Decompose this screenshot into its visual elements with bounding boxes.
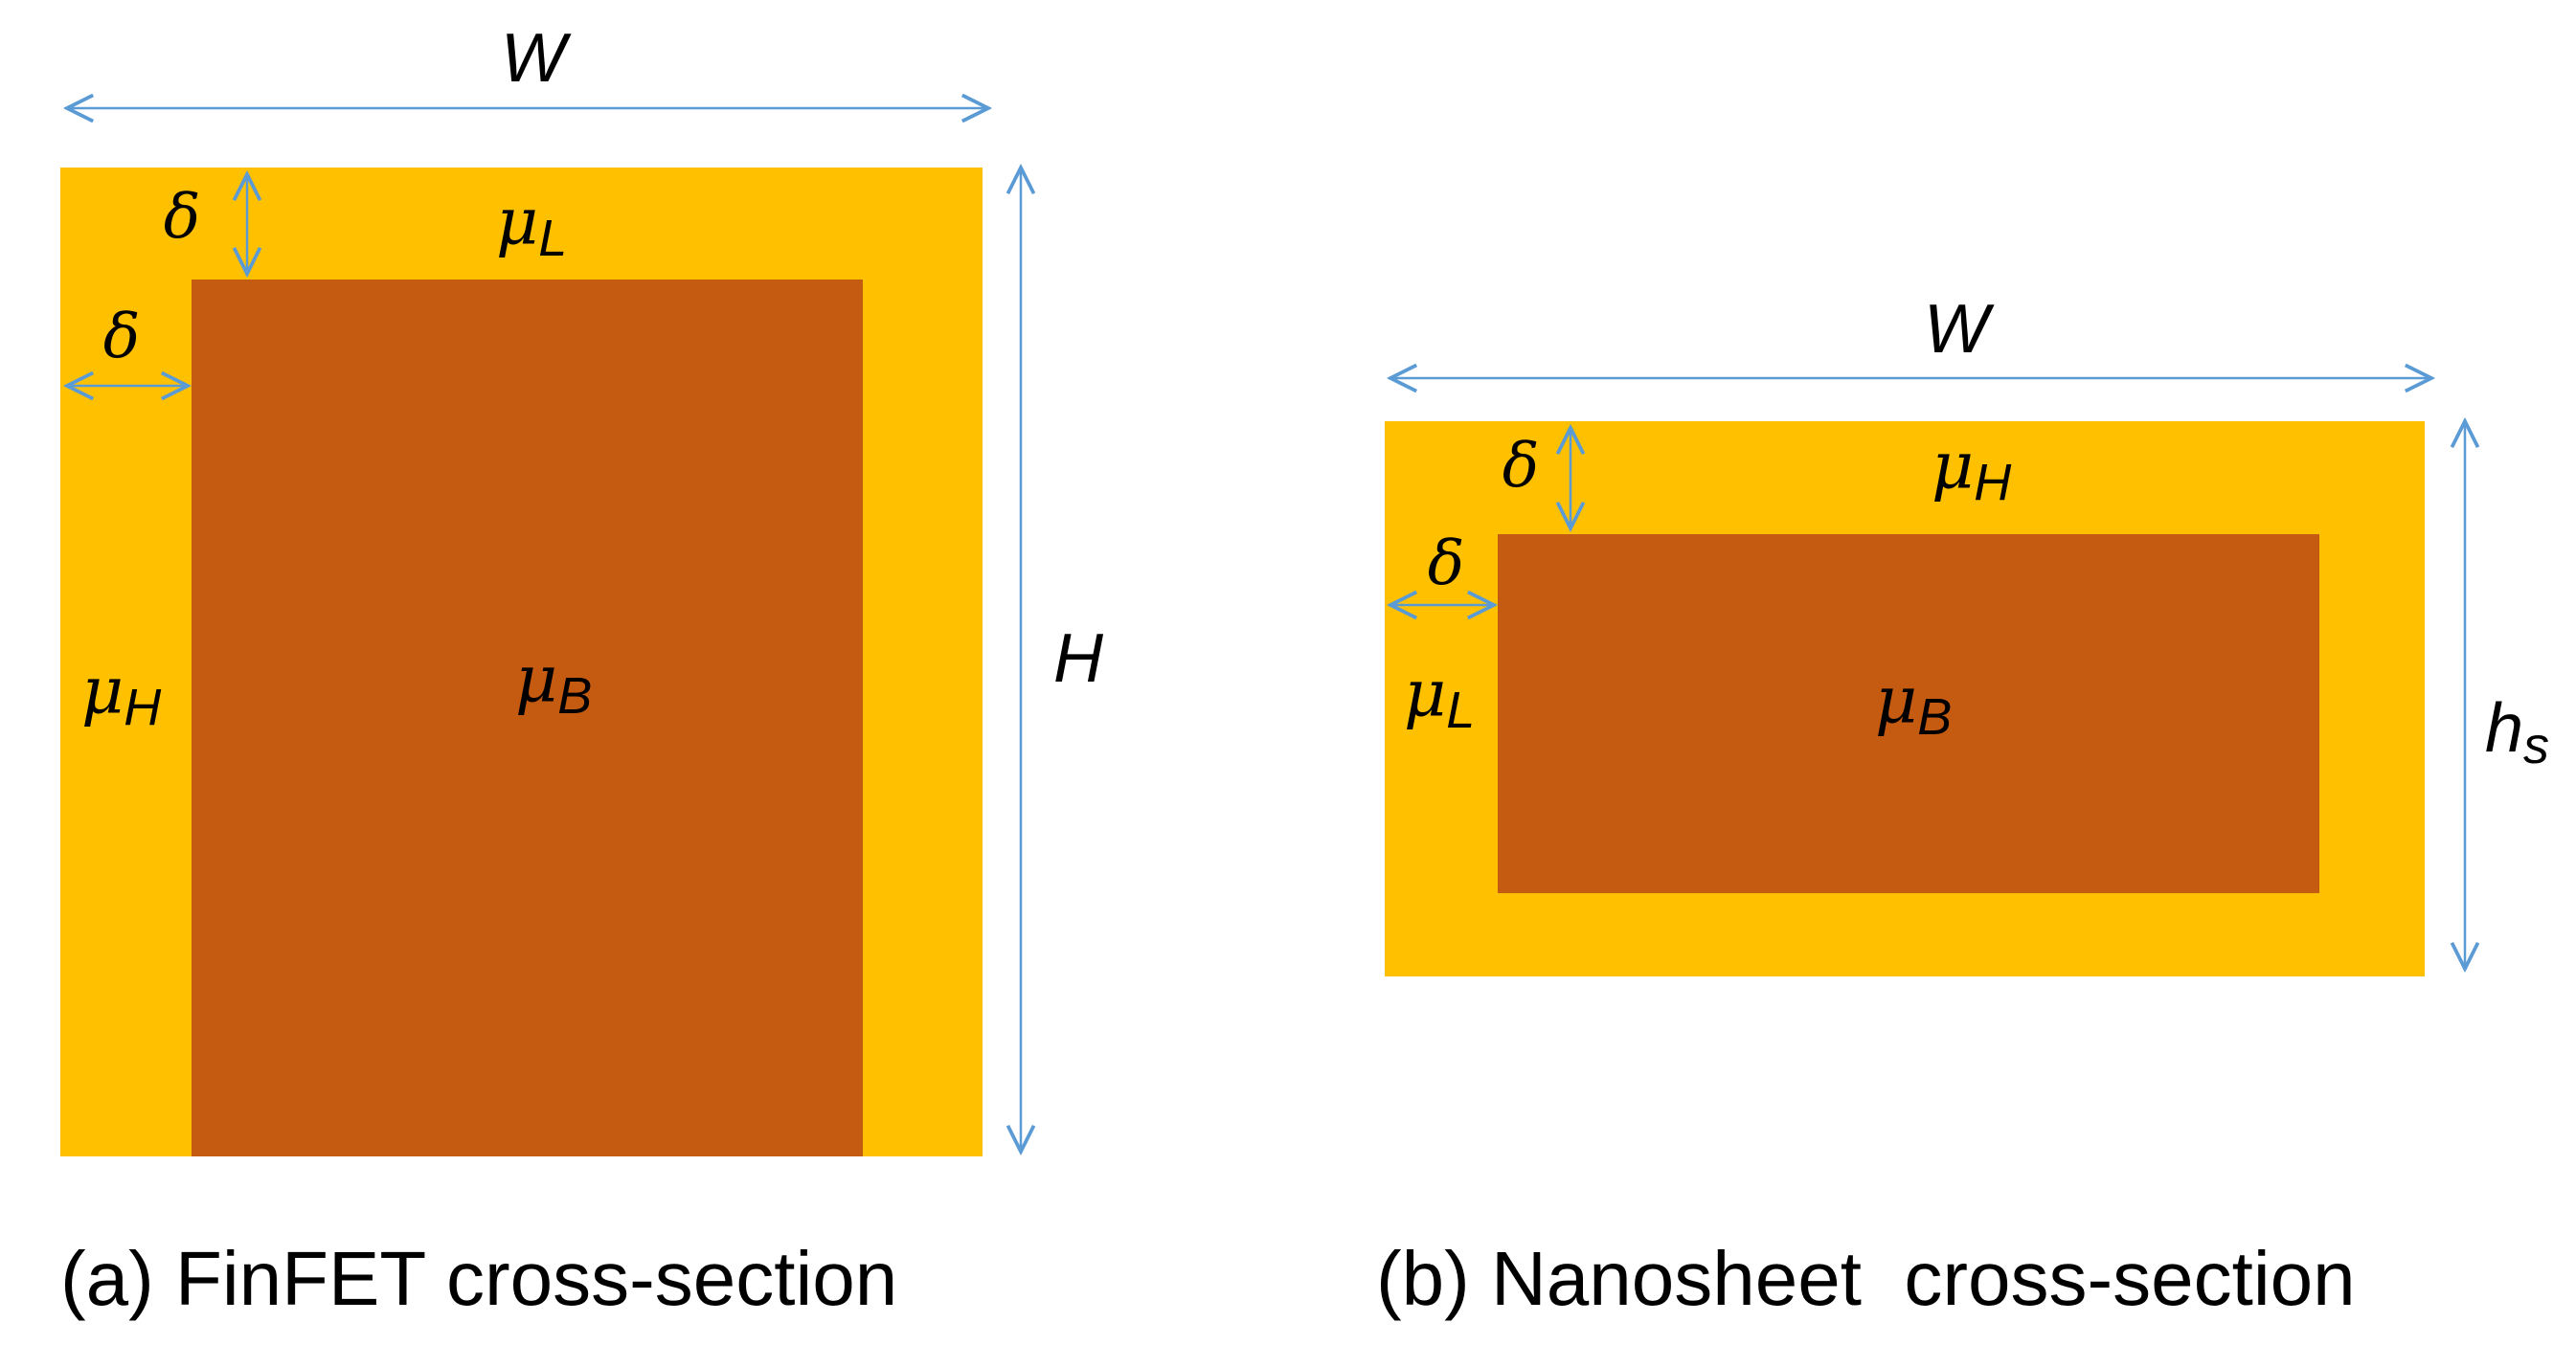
finfet-delta-side-label: δ xyxy=(103,302,141,372)
finfet-delta-top-label: δ xyxy=(164,182,201,253)
nanosheet-mu-side-subscript: L xyxy=(1446,682,1475,739)
nanosheet-height-label: hs xyxy=(2485,690,2549,774)
nanosheet-mu-side-symbol: μ xyxy=(1404,657,1446,732)
nanosheet-height-symbol: h xyxy=(2485,690,2523,767)
nanosheet-core xyxy=(1498,534,2319,893)
finfet-mu-core-subscript: B xyxy=(557,667,592,725)
nanosheet-panel: W hs δ δ μH μL μB (b) Nanosheet cross-se… xyxy=(1376,291,2549,1321)
finfet-mu-top-subscript: L xyxy=(538,210,567,267)
finfet-core xyxy=(192,280,863,1156)
nanosheet-height-subscript: s xyxy=(2523,717,2549,774)
finfet-mu-side-subscript: H xyxy=(124,679,162,736)
nanosheet-mu-core-label: μB xyxy=(1875,663,1952,746)
finfet-panel: W H δ δ μL μH μB (a) FinFET cross-sectio… xyxy=(60,20,1104,1321)
finfet-mu-side-symbol: μ xyxy=(81,654,124,729)
nanosheet-mu-core-subscript: B xyxy=(1917,688,1952,746)
nanosheet-mu-top-label: μH xyxy=(1932,429,2012,511)
finfet-mu-top-symbol: μ xyxy=(496,185,538,260)
finfet-mu-core-label: μB xyxy=(515,642,592,725)
finfet-mu-top-label: μL xyxy=(496,185,567,267)
finfet-caption: (a) FinFET cross-section xyxy=(60,1236,897,1321)
finfet-mu-core-symbol: μ xyxy=(515,642,557,718)
nanosheet-mu-top-subscript: H xyxy=(1974,454,2012,511)
nanosheet-caption: (b) Nanosheet cross-section xyxy=(1376,1236,2356,1321)
nanosheet-mu-side-label: μL xyxy=(1404,657,1475,739)
nanosheet-mu-top-symbol: μ xyxy=(1932,429,1974,504)
nanosheet-mu-core-symbol: μ xyxy=(1875,663,1917,739)
nanosheet-delta-side-label: δ xyxy=(1428,528,1465,599)
nanosheet-delta-top-label: δ xyxy=(1503,431,1540,502)
finfet-mu-side-label: μH xyxy=(81,654,162,736)
finfet-width-label: W xyxy=(501,20,572,97)
nanosheet-width-label: W xyxy=(1924,291,1995,368)
finfet-height-label: H xyxy=(1053,620,1104,697)
